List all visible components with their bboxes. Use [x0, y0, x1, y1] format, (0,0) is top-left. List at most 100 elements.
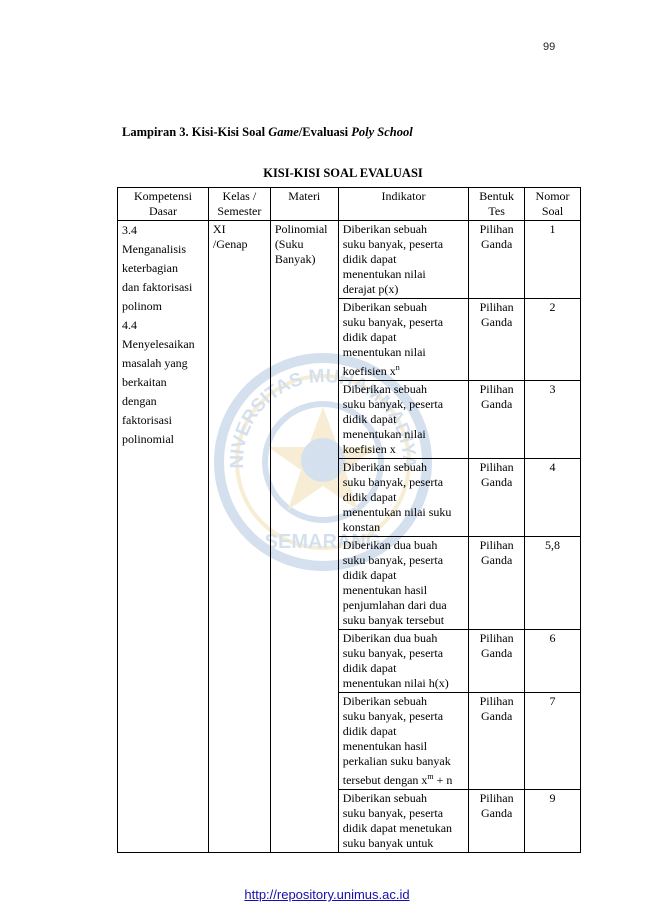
text-line: Diberikan sebuah: [342, 300, 428, 314]
text-line: koefisien x: [342, 442, 396, 456]
nomor-soal-cell: 9: [524, 789, 581, 853]
text-line: konstan: [342, 520, 381, 534]
text-line: suku banyak, peserta: [342, 475, 444, 489]
text-line: tersebut dengan x: [342, 773, 428, 787]
text-line: Diberikan sebuah: [342, 382, 428, 396]
nomor-soal-cell: 5,8: [524, 536, 581, 630]
text-line: Diberikan sebuah: [342, 694, 428, 708]
text-line: didik dapat menetukan: [342, 821, 453, 835]
text-line: Pilihan: [479, 694, 514, 708]
text-line: didik dapat: [342, 724, 397, 738]
text-line: menentukan nilai: [342, 267, 426, 281]
text-line: suku banyak, peserta: [342, 237, 444, 251]
text-line: suku banyak, peserta: [342, 709, 444, 723]
appendix-heading: Lampiran 3. Kisi-Kisi Soal Game/Evaluasi…: [122, 125, 413, 139]
header-kelas: Kelas /Semester: [207, 187, 271, 221]
text-line: perkalian suku banyak: [342, 754, 451, 768]
text-line: Ganda: [480, 709, 513, 723]
text-line: Ganda: [480, 646, 513, 660]
nomor-soal-cell: 1: [524, 220, 581, 299]
text-line: suku banyak, peserta: [342, 806, 444, 820]
nomor-soal-cell: 3: [524, 380, 581, 459]
text-line: Pilihan: [479, 460, 514, 474]
repository-link[interactable]: http://repository.unimus.ac.id: [244, 887, 410, 902]
text-line: Diberikan sebuah: [342, 222, 428, 236]
text-line: Pilihan: [479, 382, 514, 396]
text-line: Pilihan: [479, 538, 514, 552]
text-line: didik dapat: [342, 661, 397, 675]
text-line: Ganda: [480, 315, 513, 329]
text-line: Diberikan dua buah: [342, 631, 438, 645]
text-line: didik dapat: [342, 490, 397, 504]
nomor-soal-cell: 6: [524, 629, 581, 693]
text-line: koefisien x: [342, 364, 396, 378]
text-line: suku banyak tersebut: [342, 613, 445, 627]
page-number: 99: [543, 41, 556, 53]
superscript: m: [427, 772, 434, 781]
text-line: Diberikan dua buah: [342, 538, 438, 552]
text-line: Pilihan: [479, 791, 514, 805]
text-line: Pilihan: [479, 631, 514, 645]
text-line: menentukan nilai: [342, 345, 426, 359]
text-line: didik dapat: [342, 568, 397, 582]
text-line: Diberikan sebuah: [342, 791, 428, 805]
text-line: suku banyak, peserta: [342, 646, 444, 660]
header-materi: Materi: [269, 187, 339, 221]
text-line: didik dapat: [342, 252, 397, 266]
nomor-soal-cell: 7: [524, 692, 581, 790]
superscript: n: [395, 363, 400, 372]
nomor-soal-cell: 4: [524, 458, 581, 537]
text-line: menentukan nilai: [342, 427, 426, 441]
text-line: derajat p(x): [342, 282, 399, 296]
text-line: didik dapat: [342, 412, 397, 426]
header-indikator: Indikator: [337, 187, 470, 221]
text-line: Pilihan: [479, 300, 514, 314]
text-line: didik dapat: [342, 330, 397, 344]
text-line: menentukan nilai h(x): [342, 676, 449, 690]
text-line: suku banyak, peserta: [342, 397, 444, 411]
text-line: suku banyak untuk: [342, 836, 434, 850]
text-line: + n: [433, 773, 453, 787]
table-title: KISI-KISI SOAL EVALUASI: [263, 166, 423, 180]
text-line: menentukan hasil: [342, 739, 428, 753]
text-line: Ganda: [480, 806, 513, 820]
text-line: Pilihan: [479, 222, 514, 236]
text-line: menentukan hasil: [342, 583, 428, 597]
text-line: Ganda: [480, 553, 513, 567]
text-line: penjumlahan dari dua: [342, 598, 447, 612]
text-line: Ganda: [480, 397, 513, 411]
kelas-semester-cell: XI/Genap: [207, 220, 271, 853]
text-line: Ganda: [480, 237, 513, 251]
text-line: suku banyak, peserta: [342, 553, 444, 567]
text-line: Diberikan sebuah: [342, 460, 428, 474]
